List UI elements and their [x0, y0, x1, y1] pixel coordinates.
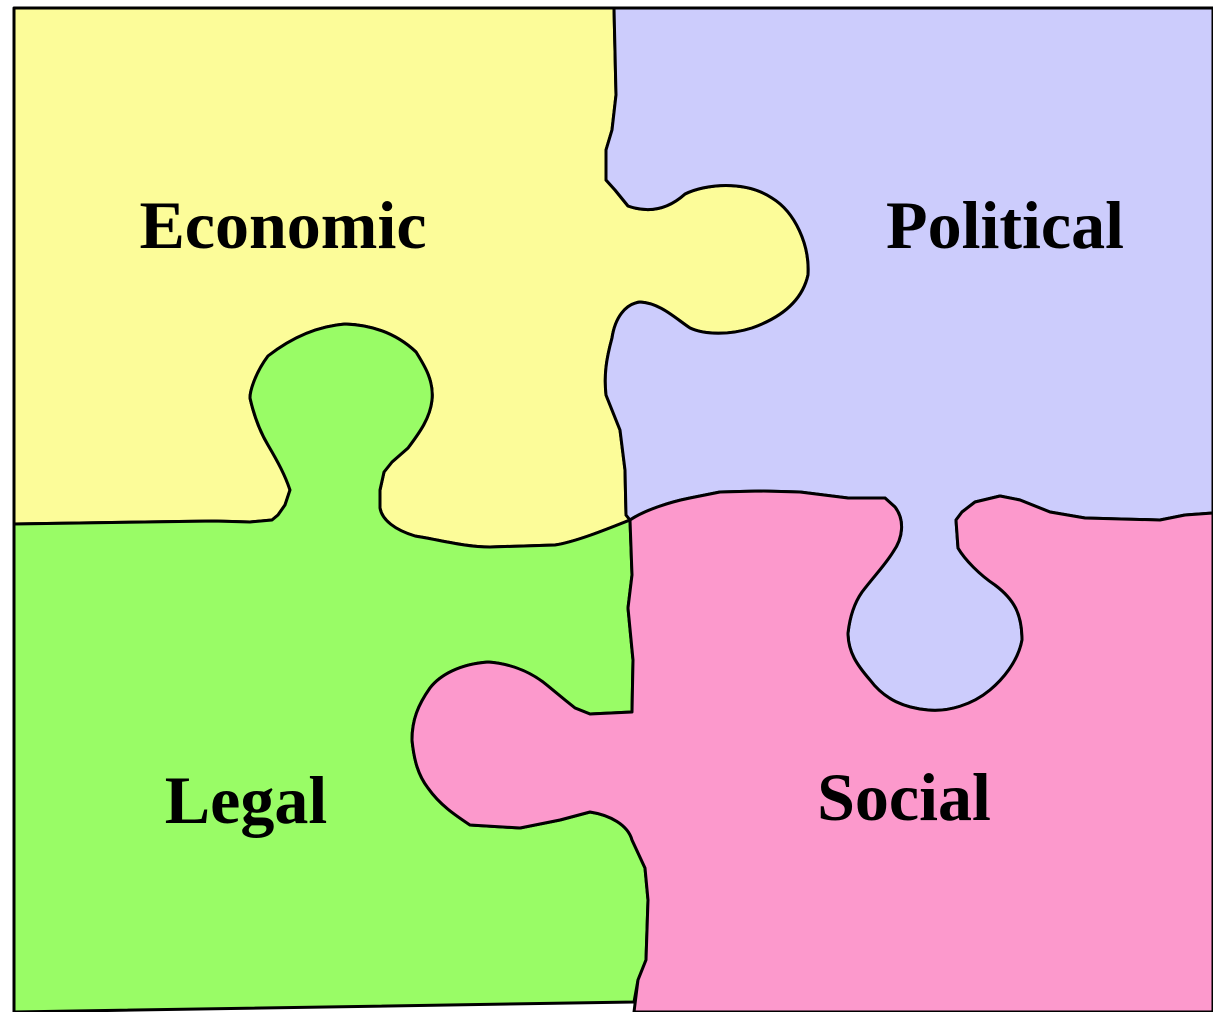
social-piece [410, 489, 1213, 1012]
social-label: Social [817, 759, 991, 835]
legal-label: Legal [165, 762, 327, 838]
political-label: Political [886, 187, 1124, 263]
economic-label: Economic [139, 187, 426, 263]
